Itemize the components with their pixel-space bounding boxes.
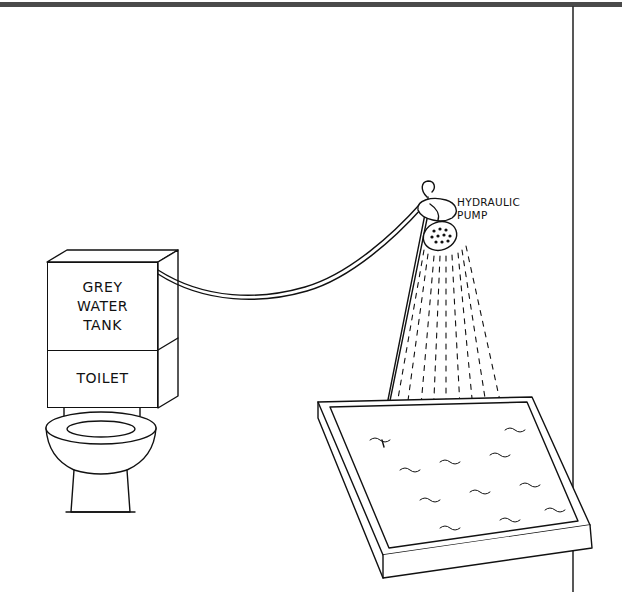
pump-hook (422, 181, 434, 197)
toilet-box: TOILET (47, 350, 158, 409)
tub-left-side (318, 402, 383, 578)
tub-front-side (383, 525, 592, 578)
box-label: TOILET (70, 369, 136, 388)
shower-head (419, 217, 461, 255)
box-label: GREY WATER TANK (70, 278, 136, 335)
toilet-base-line (74, 470, 127, 474)
tub-inner-rim (330, 402, 578, 548)
tank-box: GREY WATER TANK (47, 262, 158, 351)
shower-head-holes (430, 227, 451, 243)
water-ripples (370, 428, 565, 530)
box-top-face (47, 250, 178, 262)
box-side-face (158, 250, 178, 408)
part-label: HYDRAULIC PUMP (457, 196, 547, 222)
toilet-neck (139, 408, 140, 416)
hose (158, 208, 422, 299)
pump-body (418, 198, 456, 220)
toilet-floor-line (66, 511, 135, 512)
hose (158, 204, 420, 295)
toilet-seat (46, 412, 156, 444)
toilet-neck (63, 408, 64, 416)
toilet-seat-hole (67, 421, 135, 437)
box-side-divider (158, 338, 178, 350)
pump-body-line (430, 204, 439, 220)
page-top-bar (0, 2, 622, 7)
